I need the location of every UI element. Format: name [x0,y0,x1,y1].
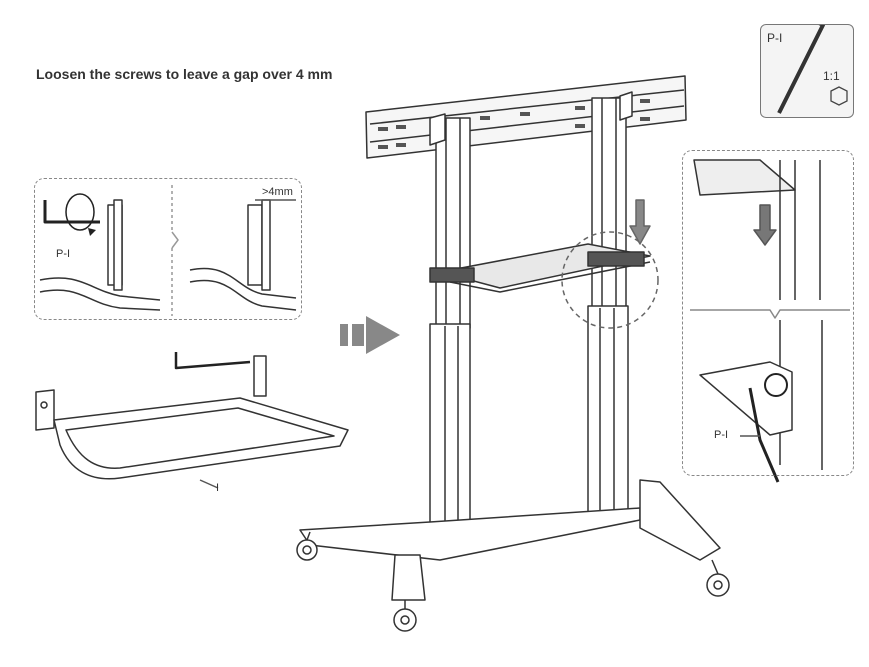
hex-key-icon [777,25,848,114]
tray-drawing [35,352,349,489]
down-arrow-icon [629,199,651,245]
magnify-circle [561,231,659,329]
right-detail-box [682,150,854,476]
tool-scale: 1:1 [823,69,840,83]
stand-shelf [429,243,651,293]
left-detail-drawing [39,185,297,316]
tray-part-label: I [216,482,220,494]
left-detail-box [34,178,302,320]
right-tool-label: P-I [714,429,729,441]
mounting-rail [365,75,687,159]
instruction-heading: Loosen the screws to leave a gap over 4 … [36,66,333,82]
left-column [429,113,471,536]
tool-panel: P-I 1:1 [760,24,854,118]
flow-arrow [340,316,400,354]
right-detail-drawing [690,159,850,483]
right-column [587,91,633,523]
stand-base [296,479,730,632]
gap-label: >4mm [262,186,293,198]
tool-name: P-I [767,31,783,45]
detail-tool-label: P-I [56,248,71,260]
